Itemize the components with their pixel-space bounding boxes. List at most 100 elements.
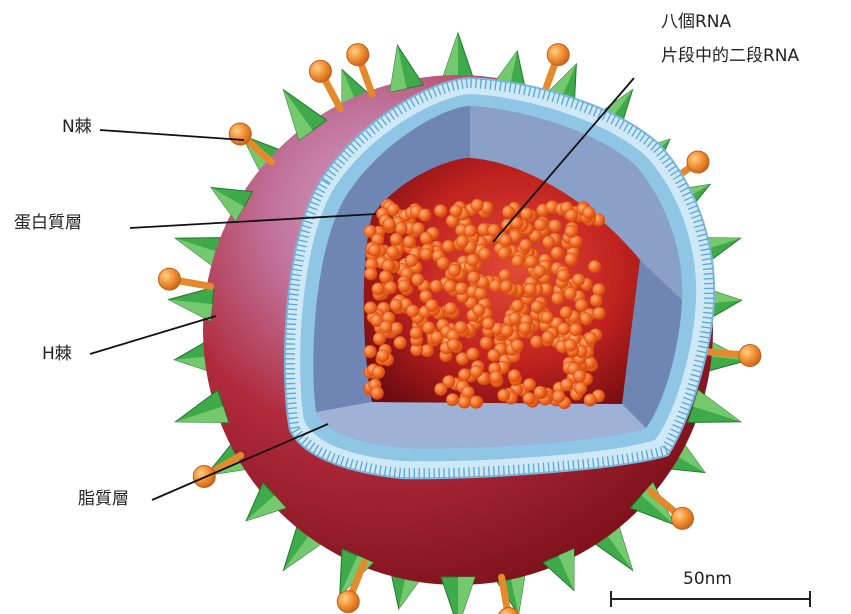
rna-bead	[447, 339, 459, 351]
rna-bead	[531, 301, 543, 313]
rna-bead	[534, 219, 546, 231]
n-spike-icon	[229, 123, 271, 162]
rna-bead	[509, 312, 521, 324]
rna-bead	[519, 239, 531, 251]
rna-bead	[592, 283, 604, 295]
rna-bead	[403, 236, 415, 248]
h-spike-icon	[441, 577, 475, 614]
rna-bead	[471, 199, 483, 211]
rna-bead	[405, 254, 417, 266]
rna-bead	[580, 312, 592, 324]
rna-bead	[434, 204, 446, 216]
rna-bead	[398, 280, 410, 292]
rna-bead	[574, 382, 586, 394]
rna-bead	[467, 348, 479, 360]
rna-bead	[575, 299, 587, 311]
rna-bead	[533, 265, 545, 277]
rna-bead	[365, 267, 377, 279]
rna-bead	[584, 394, 596, 406]
label-protein-layer: 蛋白質層	[14, 215, 82, 232]
rna-bead	[419, 209, 431, 221]
label-rna-line2: 片段中的二段RNA	[661, 48, 799, 65]
rna-bead	[500, 280, 512, 292]
rna-bead	[519, 322, 531, 334]
rna-bead	[501, 325, 513, 337]
rna-bead	[450, 205, 462, 217]
rna-bead	[437, 257, 449, 269]
rna-bead	[455, 321, 467, 333]
rna-bead	[390, 299, 402, 311]
rna-bead	[411, 273, 423, 285]
rna-bead	[442, 240, 454, 252]
label-n-spike: N棘	[62, 119, 92, 136]
rna-bead	[435, 383, 447, 395]
rna-bead	[561, 379, 573, 391]
rna-bead	[426, 299, 438, 311]
rna-bead	[558, 323, 570, 335]
rna-bead	[480, 337, 492, 349]
rna-bead	[551, 247, 563, 259]
rna-bead	[368, 244, 380, 256]
rna-bead	[541, 311, 553, 323]
rna-bead	[482, 317, 494, 329]
rna-bead	[521, 208, 533, 220]
rna-bead	[560, 306, 572, 318]
rna-bead	[565, 209, 577, 221]
rna-bead	[565, 225, 577, 237]
rna-bead	[464, 225, 476, 237]
rna-bead	[467, 271, 479, 283]
rna-bead	[583, 207, 595, 219]
label-rna-line1: 八個RNA	[661, 14, 731, 31]
rna-bead	[455, 282, 467, 294]
rna-bead	[387, 203, 399, 215]
rna-bead	[364, 345, 376, 357]
rna-bead	[466, 254, 478, 266]
rna-bead	[523, 378, 535, 390]
rna-bead	[406, 305, 418, 317]
rna-bead	[524, 283, 536, 295]
rna-bead	[371, 387, 383, 399]
rna-bead	[564, 339, 576, 351]
rna-bead	[549, 220, 561, 232]
rna-bead	[569, 323, 581, 335]
rna-bead	[364, 302, 376, 314]
rna-bead	[372, 366, 384, 378]
rna-bead	[458, 369, 470, 381]
rna-bead	[383, 218, 395, 230]
rna-bead	[456, 235, 468, 247]
rna-bead	[395, 222, 407, 234]
rna-bead	[488, 349, 500, 361]
rna-bead	[394, 336, 406, 348]
rna-bead	[474, 287, 486, 299]
rna-bead	[448, 264, 460, 276]
h-spike-icon	[169, 287, 215, 321]
rna-bead	[430, 280, 442, 292]
rna-bead	[420, 248, 432, 260]
rna-bead	[588, 260, 600, 272]
rna-bead	[585, 332, 597, 344]
rna-bead	[473, 304, 485, 316]
rna-bead	[382, 259, 394, 271]
n-spike-icon	[309, 60, 340, 108]
scale-bar	[611, 591, 810, 607]
rna-bead	[372, 283, 384, 295]
rna-bead	[479, 248, 491, 260]
rna-bead	[386, 246, 398, 258]
rna-bead	[410, 327, 422, 339]
rna-bead	[502, 206, 514, 218]
rna-bead	[593, 307, 605, 319]
rna-bead	[444, 302, 456, 314]
rna-bead	[380, 321, 392, 333]
rna-bead	[373, 332, 385, 344]
rna-bead	[470, 396, 482, 408]
h-spike-icon	[390, 45, 423, 92]
rna-bead	[444, 280, 456, 292]
rna-bead	[530, 335, 542, 347]
rna-bead	[553, 390, 565, 402]
rna-bead	[551, 292, 563, 304]
rna-bead	[557, 269, 569, 281]
rna-bead	[446, 393, 458, 405]
rna-bead	[572, 274, 584, 286]
rna-bead	[498, 247, 510, 259]
